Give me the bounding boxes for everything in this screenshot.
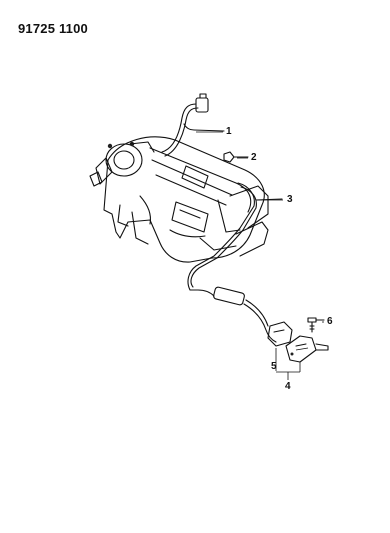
callout-2: 2: [251, 152, 257, 163]
callout-6: 6: [327, 316, 333, 327]
diagram-part-number: 91725 1100: [18, 21, 88, 36]
wiring-harness: [187, 182, 283, 343]
leader-lines: [196, 131, 324, 380]
bolt-part-6: [307, 317, 325, 333]
callout-5: 5: [271, 361, 277, 372]
callout-4: 4: [285, 381, 291, 392]
vacuum-sensor-hose: [161, 93, 225, 157]
intake-manifold: [103, 136, 269, 263]
callout-1: 1: [226, 126, 232, 137]
throttle-body: [89, 141, 155, 187]
callout-3: 3: [287, 194, 293, 205]
crank-sensor-assembly: [267, 321, 329, 363]
bolt-part-2: [223, 151, 249, 163]
